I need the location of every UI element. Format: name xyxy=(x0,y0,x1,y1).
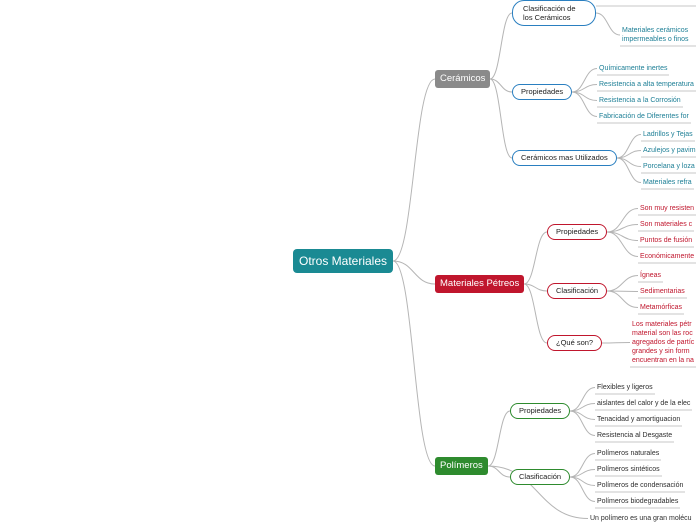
ceramicos-utilizado-item[interactable]: Azulejos y pavim xyxy=(643,147,696,154)
petreos-que-son-node[interactable]: ¿Qué son? xyxy=(547,335,603,351)
root-node[interactable]: Otros Materiales xyxy=(293,249,394,273)
connector-line xyxy=(392,78,436,262)
petreos-propiedades-node[interactable]: Propiedades xyxy=(547,224,608,240)
connector-line xyxy=(489,12,513,80)
connector-line xyxy=(595,12,621,36)
petreos-propiedad-item[interactable]: Son materiales c xyxy=(640,221,693,228)
ceramicos-propiedades-node[interactable]: Propiedades xyxy=(512,84,573,100)
connector-line xyxy=(601,342,631,344)
connector-line xyxy=(616,157,642,183)
petreos-clasificacion-item[interactable]: Metamórficas xyxy=(640,304,683,311)
ceramicos-utilizados-node[interactable]: Cerámicos mas Utilizados xyxy=(512,150,617,166)
petreos-clasificacion-item[interactable]: Sedimentarias xyxy=(640,288,685,295)
ceramicos-propiedad-item[interactable]: Resistencia a alta temperatura xyxy=(599,81,694,88)
polimeros-propiedades-node[interactable]: Propiedades xyxy=(510,403,571,419)
polimeros-clasificacion-item[interactable]: Polímeros naturales xyxy=(597,450,660,457)
connector-line xyxy=(569,410,596,436)
ceramicos-clasificacion-item[interactable]: Materiales cerámicos impermeables o fino… xyxy=(622,27,689,43)
petreos-propiedad-item[interactable]: Económicamente xyxy=(640,253,695,260)
petreos-propiedad-item[interactable]: Son muy resisten xyxy=(640,205,695,212)
ceramicos-clasificacion-node[interactable]: Clasificación de los Cerámicos xyxy=(512,0,596,26)
connector-line xyxy=(571,91,598,117)
ceramicos-utilizado-item[interactable]: Materiales refra xyxy=(643,179,692,186)
polimeros-propiedad-item[interactable]: Tenacidad y amortiguacion xyxy=(597,416,681,423)
petreos-propiedad-item[interactable]: Puntos de fusión xyxy=(640,237,693,244)
connector-line xyxy=(523,231,548,285)
branch-materiales-petreos[interactable]: Materiales Pétreos xyxy=(435,275,525,293)
polimeros-clasificacion-item[interactable]: Polímeros biodegradables xyxy=(597,498,679,505)
connector-line xyxy=(523,283,548,292)
ceramicos-propiedad-item[interactable]: Fabricación de Diferentes for xyxy=(599,113,689,120)
connector-line xyxy=(392,260,436,285)
polimeros-clasificacion-node[interactable]: Clasificación xyxy=(510,469,571,485)
polimeros-propiedad-item[interactable]: aislantes del calor y de la elec xyxy=(597,400,691,407)
connector-line xyxy=(487,410,511,467)
branch-polimeros[interactable]: Polímeros xyxy=(435,457,488,475)
connector-line xyxy=(487,465,511,478)
connector-line xyxy=(606,275,639,292)
ceramicos-utilizado-item[interactable]: Ladrillos y Tejas xyxy=(643,131,693,138)
connector-line xyxy=(487,465,589,519)
petreos-definicion-text[interactable]: Los materiales pétr material son las roc… xyxy=(632,321,695,364)
connector-line xyxy=(489,78,513,159)
ceramicos-propiedad-item[interactable]: Resistencia a la Corrosión xyxy=(599,97,681,104)
branch-ceramicos[interactable]: Cerámicos xyxy=(435,70,491,88)
connector-line xyxy=(606,290,639,308)
ceramicos-utilizado-item[interactable]: Porcelana y loza xyxy=(643,163,695,170)
polimeros-clasificacion-item[interactable]: Polímeros sintéticos xyxy=(597,466,660,473)
ceramicos-propiedad-item[interactable]: Químicamente inertes xyxy=(599,65,668,72)
connector-line xyxy=(523,283,548,344)
polimeros-propiedad-item[interactable]: Resistencia al Desgaste xyxy=(597,432,673,439)
connector-line xyxy=(569,476,596,502)
petreos-clasificacion-node[interactable]: Clasificación xyxy=(547,283,608,299)
petreos-clasificacion-item[interactable]: Ígneas xyxy=(640,272,662,279)
connector-line xyxy=(606,231,639,257)
connector-line xyxy=(392,260,436,467)
polimeros-propiedad-item[interactable]: Flexibles y ligeros xyxy=(597,384,653,391)
polimeros-clasificacion-item[interactable]: Polímeros de condensación xyxy=(597,482,684,489)
connector-line xyxy=(489,78,513,93)
polimeros-definicion-text[interactable]: Un polímero es una gran molécu xyxy=(590,515,692,522)
